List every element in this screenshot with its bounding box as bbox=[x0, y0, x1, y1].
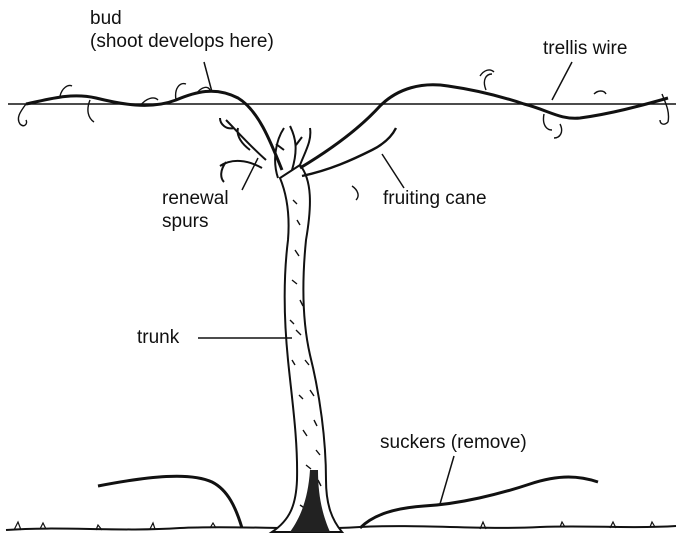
spurs-label: spurs bbox=[162, 211, 208, 233]
trellis-wire-label: trellis wire bbox=[543, 38, 627, 60]
renewal-spur-shoots bbox=[220, 118, 266, 182]
vine-head bbox=[275, 126, 310, 178]
suckers-label: suckers (remove) bbox=[380, 432, 527, 454]
renewal-label: renewal bbox=[162, 188, 229, 210]
trunk-label: trunk bbox=[137, 327, 179, 349]
trellis-wire-leader-line bbox=[552, 62, 572, 100]
fruiting-cane-label: fruiting cane bbox=[383, 188, 487, 210]
suckers-leader-line bbox=[440, 456, 454, 504]
fruiting-cane-leader-line bbox=[382, 154, 404, 188]
left-sucker bbox=[98, 476, 242, 528]
right-sucker bbox=[360, 477, 598, 528]
right-cane bbox=[300, 85, 668, 168]
left-cane bbox=[26, 91, 282, 170]
trunk-shape bbox=[272, 165, 342, 532]
bud-label: bud bbox=[90, 8, 122, 30]
bud-note-label: (shoot develops here) bbox=[90, 31, 274, 53]
